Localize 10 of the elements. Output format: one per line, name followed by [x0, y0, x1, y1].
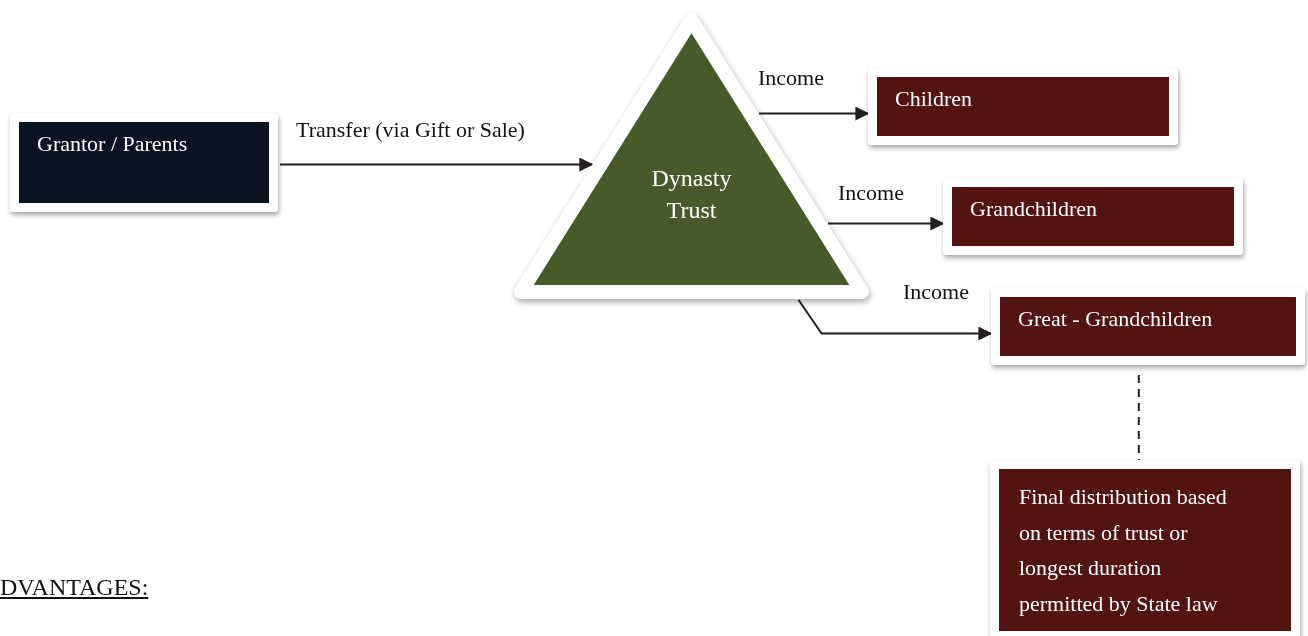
edge-label: Income [903, 279, 969, 305]
edge-label: Income [758, 65, 824, 91]
edge-label: Transfer (via Gift or Sale) [296, 117, 525, 143]
arrow [758, 106, 870, 121]
edge-label: Income [838, 180, 904, 206]
section-heading: DVANTAGES: [0, 574, 149, 601]
arrow [827, 216, 945, 231]
arrow [279, 157, 594, 172]
trust-label: Dynasty Trust [650, 164, 733, 226]
arrow [797, 299, 993, 341]
